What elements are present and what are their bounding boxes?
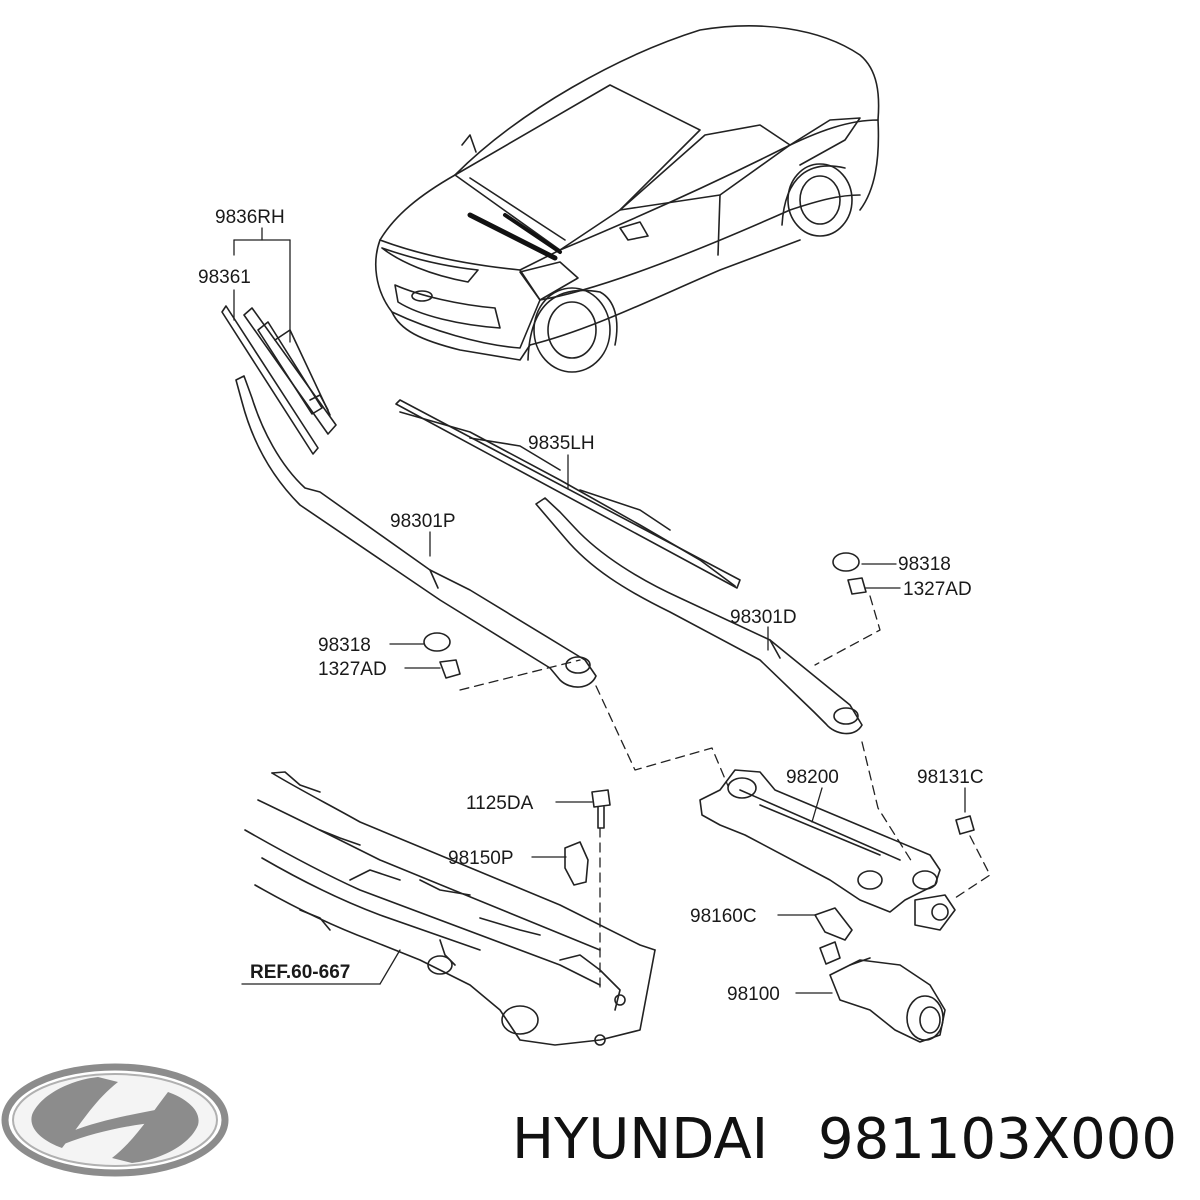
- label-refill-rh: 98361: [198, 267, 251, 288]
- label-bracket: 98150P: [448, 848, 514, 869]
- label-bolt: 1125DA: [466, 793, 534, 814]
- label-cap-left: 98318: [318, 635, 371, 656]
- wiper-motor: [819, 941, 946, 1043]
- label-nut-right: 1327AD: [903, 579, 972, 600]
- label-cap-right: 98318: [898, 554, 951, 575]
- footer-brand: HYUNDAI: [512, 1107, 769, 1172]
- hyundai-logo-icon: [1, 1063, 229, 1177]
- leader-lines: [233, 227, 966, 994]
- label-blade-rh: 9836RH: [215, 207, 285, 228]
- label-arm-passenger: 98301P: [390, 511, 456, 532]
- label-arm-driver: 98301D: [730, 607, 797, 628]
- label-reference: REF.60-667: [250, 962, 351, 983]
- wiper-arm-passenger: [235, 375, 597, 688]
- wiper-blade-lh: [395, 399, 741, 589]
- assembly-dash-lines: [459, 595, 991, 991]
- bracket-shape: [564, 841, 589, 886]
- motor-bracket-shape: [814, 907, 853, 941]
- car-illustration: [374, 25, 880, 373]
- nut-right-shape: [847, 577, 867, 595]
- wiper-arm-driver: [535, 497, 863, 735]
- label-motor-bracket: 98160C: [690, 906, 757, 927]
- nut-left-shape: [439, 659, 461, 679]
- label-motor: 98100: [727, 984, 780, 1005]
- label-linkage: 98200: [786, 767, 839, 788]
- cowl-panel: [244, 771, 656, 1046]
- label-pivot-nut: 98131C: [917, 767, 984, 788]
- bolt-shape: [591, 789, 611, 829]
- wiper-blade-rh: [221, 305, 337, 455]
- cap-left-shape: [423, 632, 451, 652]
- label-nut-left: 1327AD: [318, 659, 387, 680]
- pivot-nut-shape: [955, 815, 975, 835]
- cap-right-shape: [832, 552, 860, 572]
- footer-part-number: 981103X000: [818, 1107, 1178, 1172]
- label-blade-lh: 9835LH: [528, 433, 595, 454]
- wiper-linkage: [699, 769, 956, 931]
